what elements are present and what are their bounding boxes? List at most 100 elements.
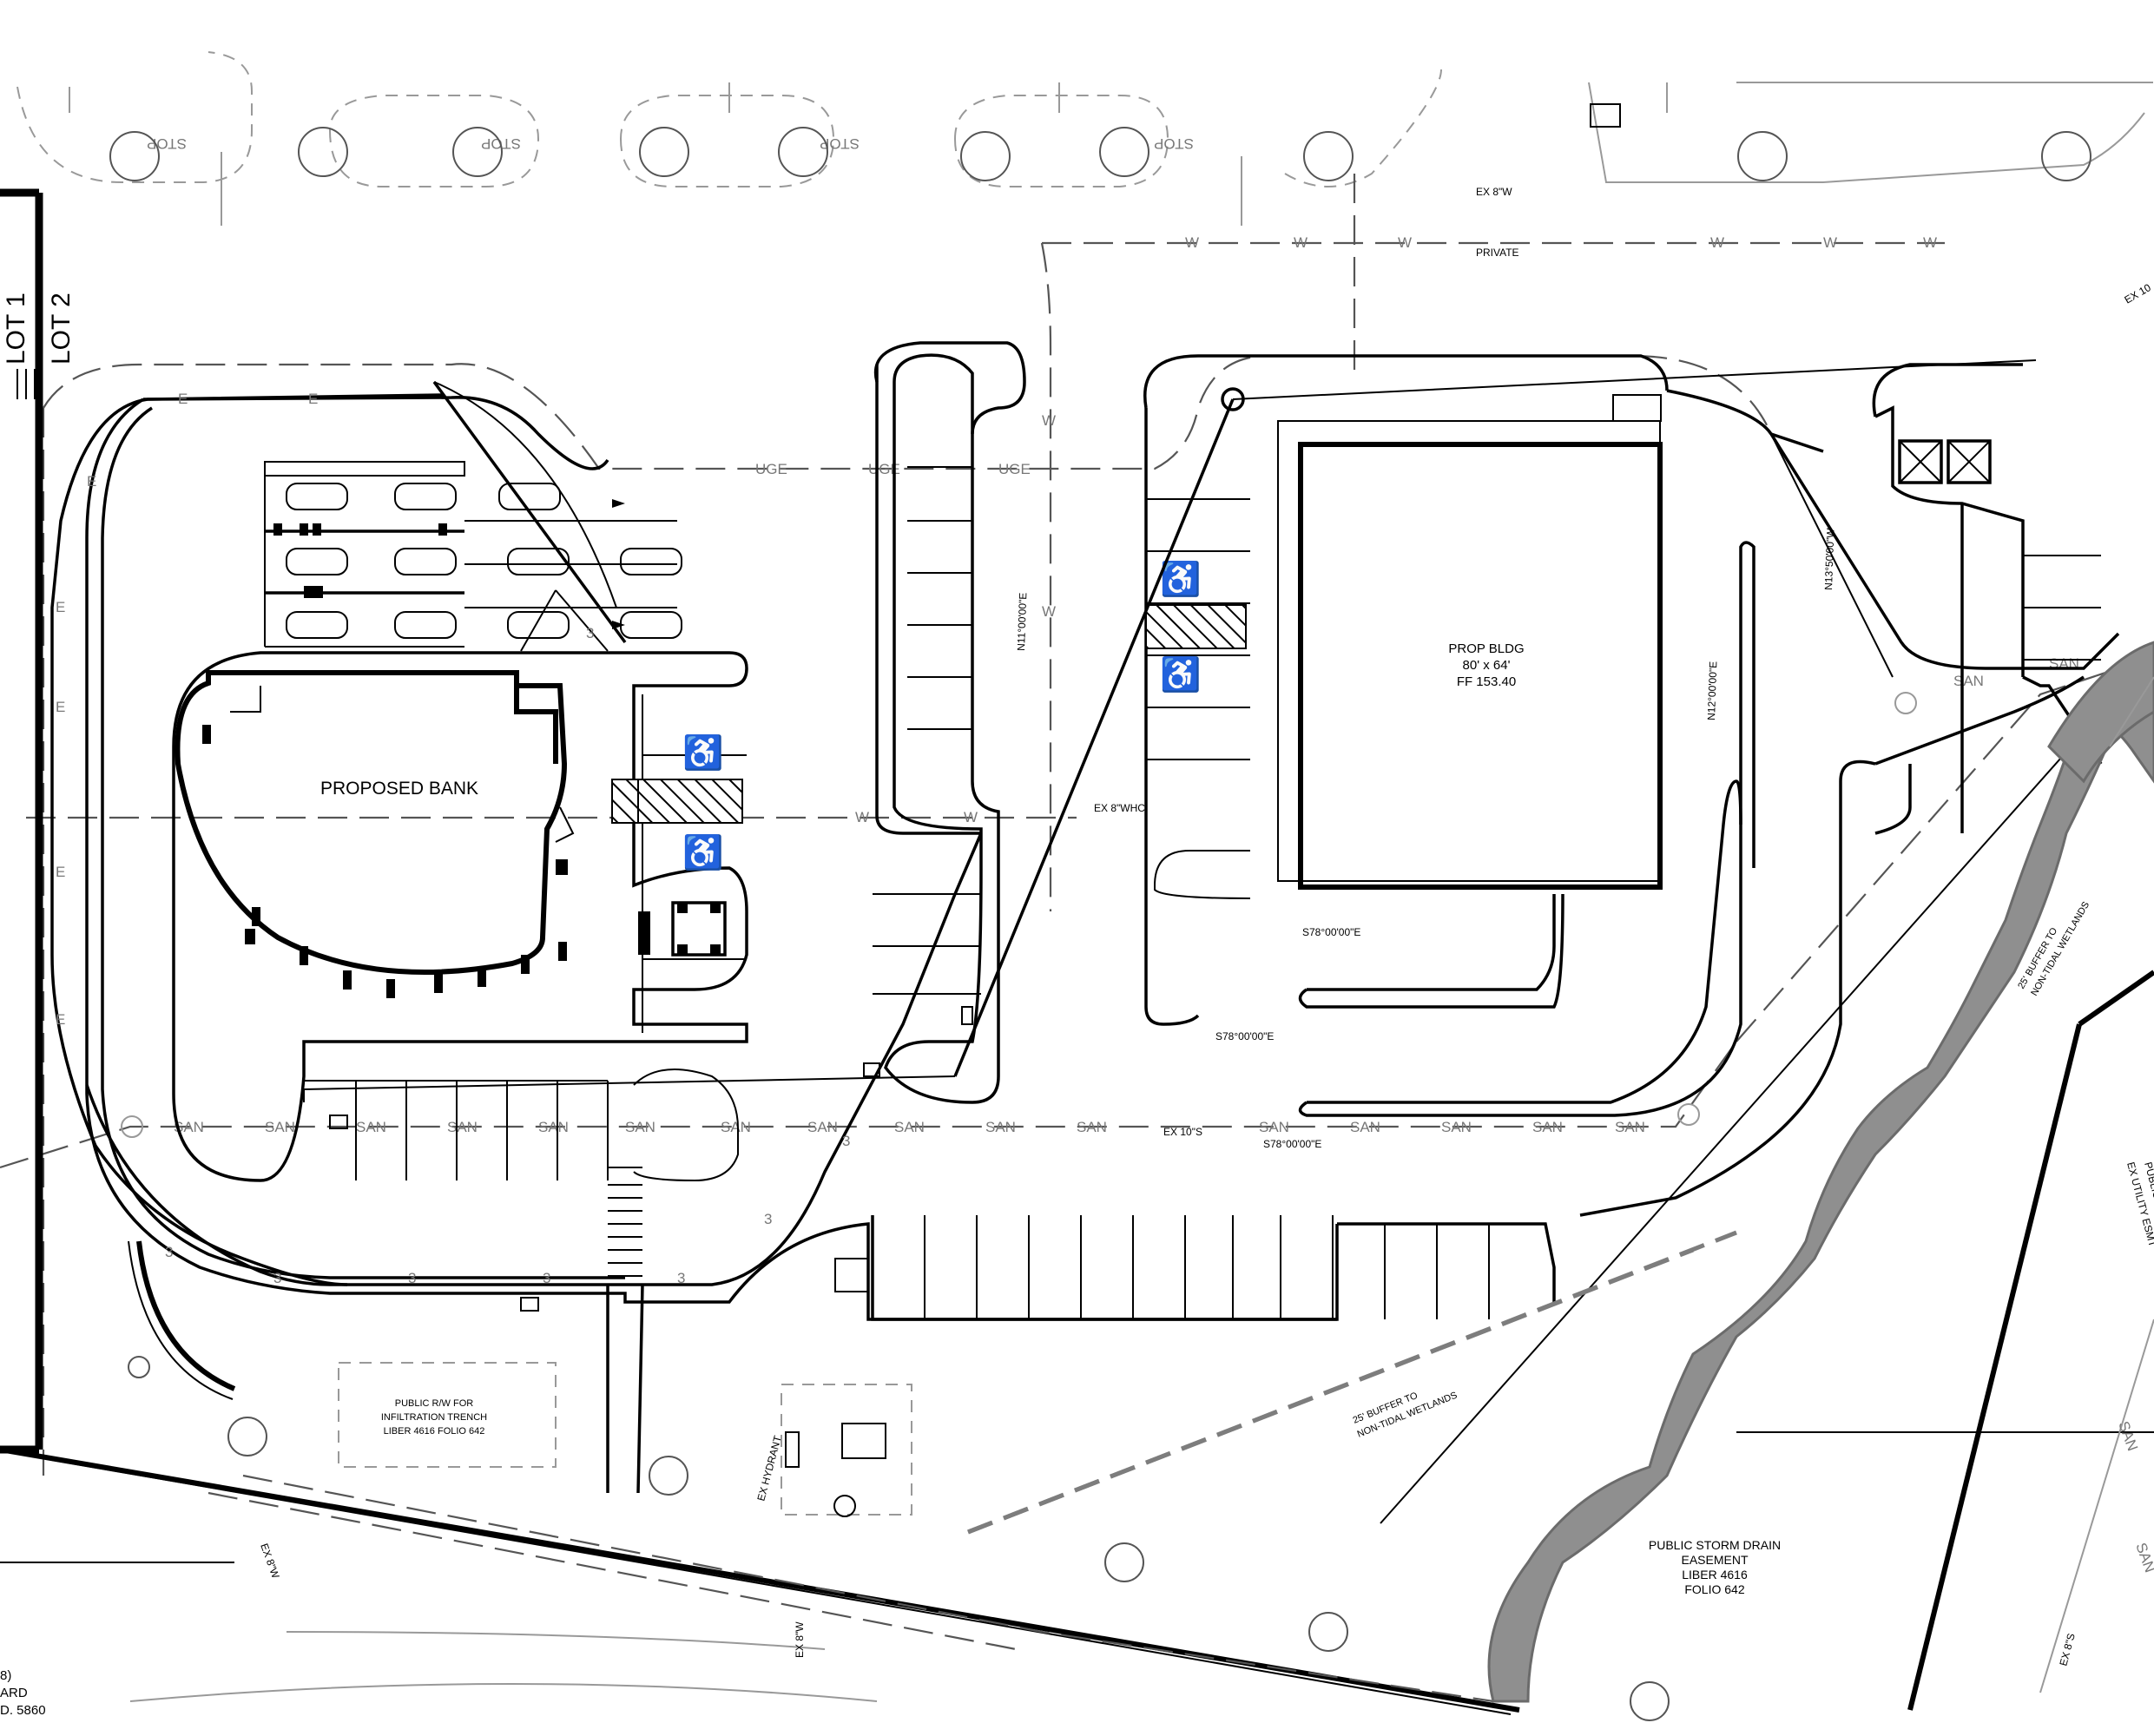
svg-text:SAN: SAN (265, 1119, 295, 1135)
tree-symbols (109, 127, 2091, 181)
svg-text:E: E (56, 699, 65, 715)
svg-text:EX 10"S: EX 10"S (1163, 1126, 1202, 1138)
svg-text:SAN: SAN (1532, 1119, 1563, 1135)
existing-top-islands: STOP STOP STOP STOP (16, 51, 2153, 226)
bank-atm-pad (638, 901, 727, 957)
svg-text:SAN: SAN (447, 1119, 478, 1135)
parking-stalls: ♿ ♿ ♿ ♿ (304, 439, 2101, 1319)
water-line: W W W W W W W W W W EX 8"W PRIVATE EX 8"… (26, 174, 1945, 911)
svg-text:SAN: SAN (807, 1119, 838, 1135)
bearing: S78°00'00"E (1263, 1138, 1321, 1150)
svg-text:SAN: SAN (174, 1119, 204, 1135)
svg-text:ARD: ARD (0, 1686, 28, 1700)
svg-text:W: W (1923, 234, 1937, 251)
svg-text:SAN: SAN (1441, 1119, 1472, 1135)
svg-text:SAN: SAN (356, 1119, 386, 1135)
svg-text:W: W (964, 809, 978, 825)
dumpster-enclosure (1947, 439, 1992, 484)
svg-text:3: 3 (842, 1133, 850, 1149)
svg-text:SAN: SAN (894, 1119, 925, 1135)
svg-text:3: 3 (543, 1270, 550, 1286)
svg-text:EX 8"W: EX 8"W (258, 1542, 282, 1581)
corner-notes: 8) ARD D. 5860 (0, 1668, 46, 1718)
svg-text:8): 8) (0, 1668, 11, 1683)
prop-building: PROP BLDG 80' x 64' FF 153.40 (1277, 394, 1663, 890)
accessible-icon: ♿ (682, 833, 723, 871)
svg-text:W: W (1042, 412, 1056, 429)
lot-1-label: LOT 1 (2, 293, 30, 365)
svg-text:SAN: SAN (721, 1119, 751, 1135)
sewer-line: SAN SAN SAN SAN SAN SAN SAN SAN SAN SAN … (0, 655, 2119, 1169)
svg-text:EX 8"W: EX 8"W (1476, 186, 1512, 198)
stop-label: STOP (1154, 135, 1194, 152)
bottom-easements: PUBLIC R/W FOR INFILTRATION TRENCH LIBER… (0, 1230, 2154, 1563)
ada-aisle (611, 779, 743, 824)
svg-text:3: 3 (764, 1211, 772, 1227)
gas-line: 3 3 3 3 3 3 3 3 (85, 381, 983, 1286)
svg-text:SAN: SAN (1259, 1119, 1289, 1135)
svg-text:3: 3 (273, 1270, 281, 1286)
svg-text:3: 3 (586, 625, 594, 641)
lot-line: LOT 1 LOT 2 (0, 188, 76, 1454)
bearing: N12°00'00"E (1705, 661, 1719, 721)
svg-text:EX 8"WHC: EX 8"WHC (1094, 802, 1145, 814)
square-marker (1590, 103, 1621, 128)
svg-text:EX 8"W: EX 8"W (794, 1621, 806, 1658)
svg-text:SAN: SAN (625, 1119, 655, 1135)
proposed-bank-label: PROPOSED BANK (320, 779, 478, 799)
bearing: S78°00'00"E (1302, 926, 1360, 938)
svg-text:W: W (1398, 234, 1412, 251)
svg-text:E: E (56, 599, 65, 615)
parking-curbs (85, 341, 2120, 1321)
svg-text:LIBER 4616: LIBER 4616 (1682, 1568, 1748, 1581)
svg-text:W: W (1823, 234, 1837, 251)
car-icons (286, 483, 682, 639)
lot-2-label: LOT 2 (47, 293, 76, 365)
infiltration-easement: PUBLIC R/W FOR (395, 1398, 474, 1409)
stop-label: STOP (147, 135, 187, 152)
building-ff: FF 153.40 (1457, 674, 1516, 689)
svg-text:D. 5860: D. 5860 (0, 1703, 46, 1718)
svg-text:EX HYDRANT: EX HYDRANT (754, 1434, 784, 1503)
bank-columns (202, 725, 568, 998)
electric-line: E E E E E E E (50, 391, 444, 1286)
svg-text:UGE: UGE (998, 461, 1031, 477)
bearing: N13°50'00"W (1822, 528, 1837, 591)
svg-text:FOLIO 642: FOLIO 642 (1684, 1582, 1744, 1596)
svg-text:INFILTRATION TRENCH: INFILTRATION TRENCH (381, 1412, 487, 1423)
bearing: N11°00'00"E (1015, 592, 1029, 651)
crosswalk (606, 1167, 644, 1494)
woodland: PUBLIC STORM DRAIN EASEMENT LIBER 4616 F… (1487, 641, 2154, 1703)
svg-text:SAN: SAN (1615, 1119, 1645, 1135)
accessible-icon: ♿ (1160, 655, 1201, 694)
svg-text:E: E (87, 473, 96, 490)
svg-text:PRIVATE: PRIVATE (1476, 247, 1519, 259)
svg-text:W: W (1185, 234, 1199, 251)
storm-drain-easement: PUBLIC STORM DRAIN (1649, 1538, 1781, 1552)
svg-text:SAN: SAN (1077, 1119, 1107, 1135)
drive-thru (264, 461, 682, 652)
landscape-curb (128, 1006, 973, 1400)
svg-text:SAN: SAN (538, 1119, 569, 1135)
svg-text:E: E (178, 391, 188, 407)
svg-text:3: 3 (677, 1270, 685, 1286)
svg-text:W: W (855, 809, 869, 825)
bearing-labels: S78°00'00"E S78°00'00"E S78°00'00"E N11°… (1015, 528, 1837, 1150)
dumpster-enclosure (1898, 439, 1943, 484)
svg-text:EASEMENT: EASEMENT (1681, 1553, 1748, 1567)
building-title: PROP BLDG (1448, 641, 1524, 656)
svg-text:EX 8"S: EX 8"S (2057, 1632, 2077, 1667)
svg-text:SAN: SAN (1350, 1119, 1380, 1135)
svg-text:LIBER 4616 FOLIO 642: LIBER 4616 FOLIO 642 (384, 1426, 485, 1437)
accessible-icon: ♿ (682, 733, 723, 772)
svg-text:E: E (56, 1011, 65, 1028)
svg-text:E: E (308, 391, 318, 407)
svg-text:3: 3 (165, 1244, 173, 1260)
property-lines (0, 359, 2154, 1715)
svg-text:3: 3 (408, 1270, 416, 1286)
svg-text:W: W (1042, 603, 1056, 620)
proposed-bank: PROPOSED BANK (175, 670, 575, 998)
stop-label: STOP (820, 135, 860, 152)
svg-text:SAN: SAN (1953, 673, 1984, 689)
